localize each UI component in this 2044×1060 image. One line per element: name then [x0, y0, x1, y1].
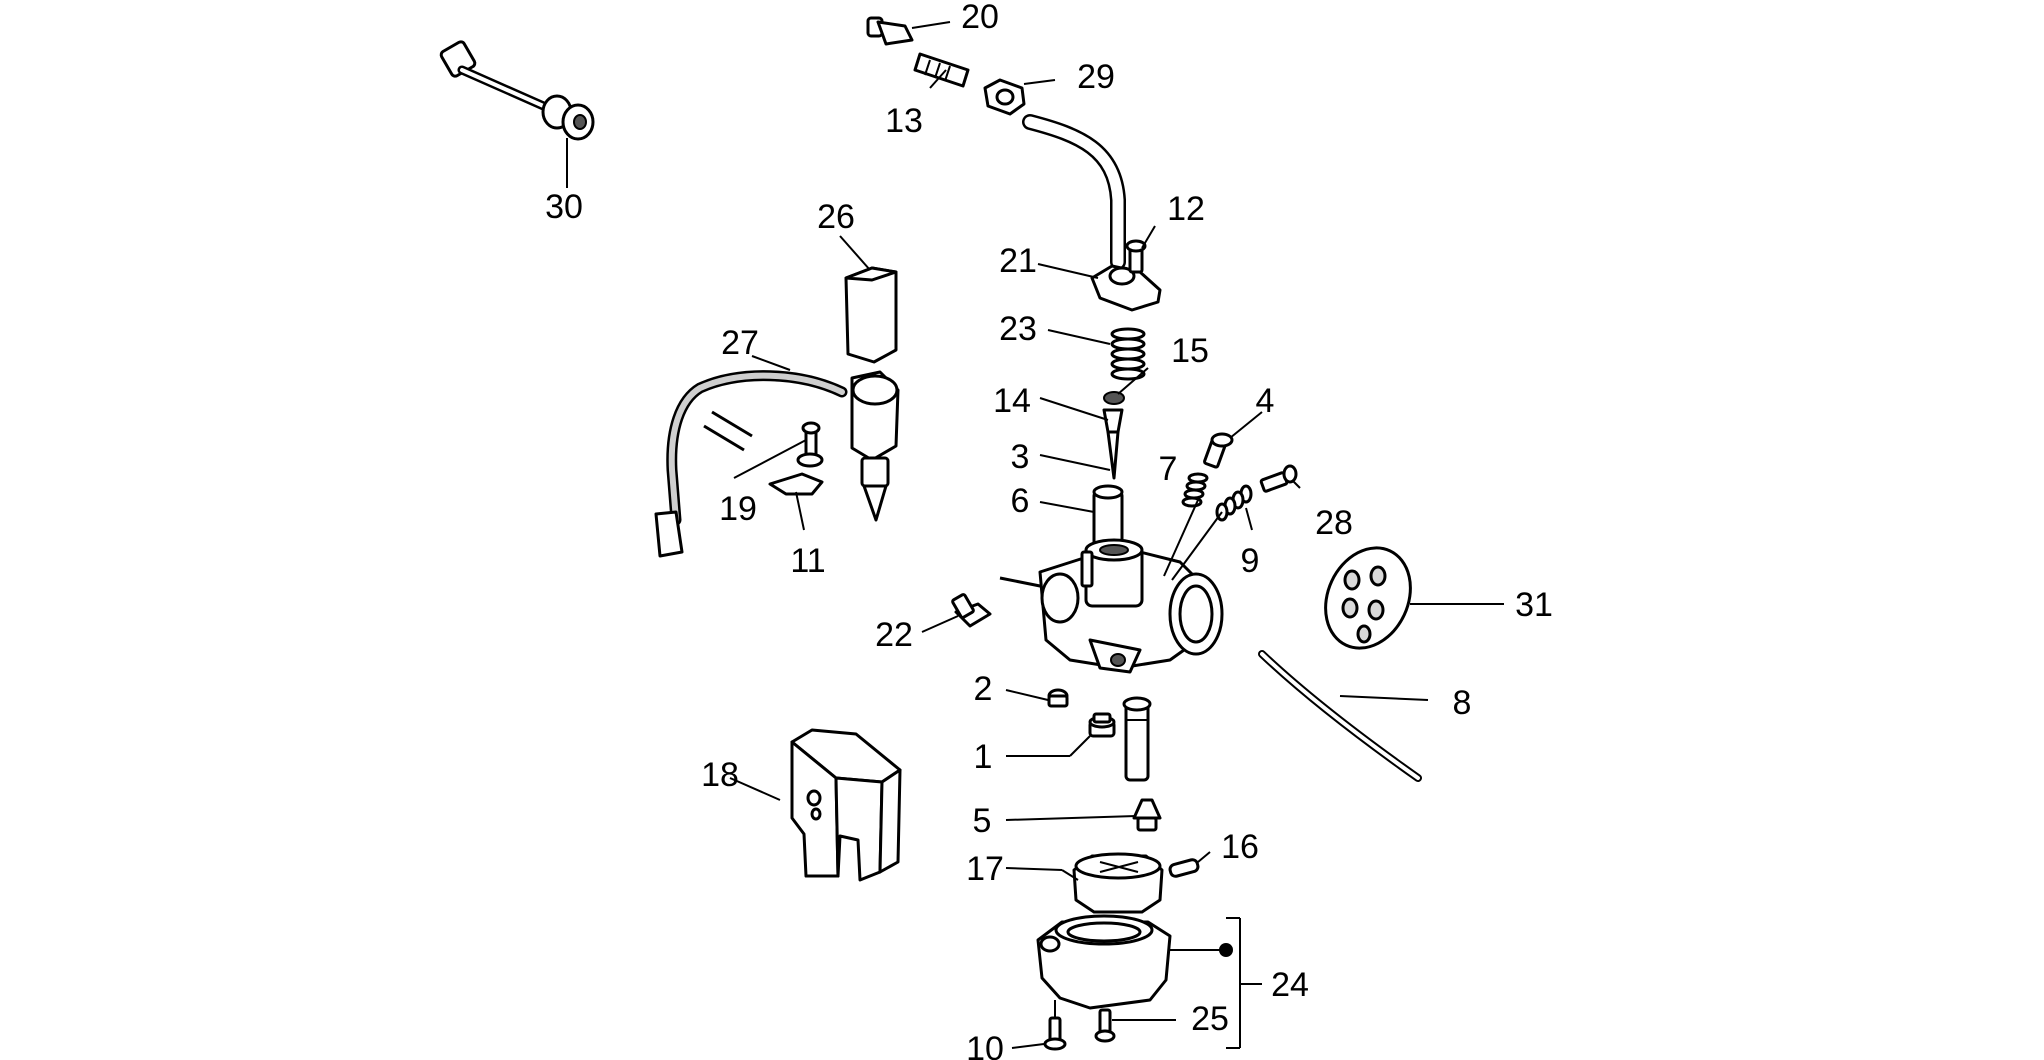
callout-23: 23 — [999, 310, 1037, 348]
part-23-spring[interactable] — [1110, 327, 1146, 381]
part-4-screw[interactable] — [1203, 432, 1234, 469]
callout-3: 3 — [1011, 438, 1030, 476]
callout-9: 9 — [1241, 542, 1260, 580]
callout-8: 8 — [1453, 684, 1472, 722]
part-14-needle-holder[interactable] — [1102, 408, 1124, 434]
part-19-screw[interactable] — [801, 421, 821, 458]
part-31-filter-disc[interactable] — [1310, 534, 1426, 662]
callout-18: 18 — [701, 756, 739, 794]
callout-22: 22 — [875, 616, 913, 654]
leader-lines — [566, 21, 1504, 1049]
callout-28: 28 — [1315, 504, 1353, 542]
part-25-screw[interactable] — [1094, 1008, 1116, 1043]
part-29-nut[interactable] — [983, 78, 1026, 116]
part-3-jet-needle[interactable] — [1106, 430, 1120, 480]
callout-25: 25 — [1191, 1000, 1229, 1038]
callout-7: 7 — [1159, 450, 1178, 488]
fuel-hose[interactable] — [1022, 114, 1126, 270]
emulsion-tube[interactable] — [1122, 696, 1152, 782]
carburetor-body[interactable] — [999, 538, 1224, 674]
part-20-cap[interactable] — [866, 16, 914, 46]
callout-4: 4 — [1256, 382, 1275, 420]
part-12-screw[interactable] — [1125, 239, 1147, 274]
callout-labels: 1 2 3 4 5 6 7 8 9 10 11 12 13 14 15 16 1… — [545, 0, 1553, 1060]
part-21-top-cover[interactable] — [1090, 264, 1162, 312]
callout-14: 14 — [993, 382, 1031, 420]
callout-20: 20 — [961, 0, 999, 36]
callout-13: 13 — [885, 102, 923, 140]
part-18-insulator-block[interactable] — [790, 728, 902, 882]
callout-6: 6 — [1011, 482, 1030, 520]
callout-17: 17 — [966, 850, 1004, 888]
callout-2: 2 — [974, 670, 993, 708]
callout-24: 24 — [1271, 966, 1309, 1004]
callout-10: 10 — [966, 1030, 1004, 1060]
callout-26: 26 — [817, 198, 855, 236]
part-5-needle-valve[interactable] — [1132, 798, 1162, 832]
callout-19: 19 — [719, 490, 757, 528]
part-9-spring[interactable] — [1215, 484, 1253, 522]
part-10-screw[interactable] — [1043, 1016, 1067, 1051]
part-11-bracket[interactable] — [768, 452, 824, 496]
part-1-jet[interactable] — [1088, 712, 1116, 738]
callout-12: 12 — [1167, 190, 1205, 228]
part-2-jet[interactable] — [1047, 688, 1069, 708]
callout-21: 21 — [999, 242, 1037, 280]
callout-15: 15 — [1171, 332, 1209, 370]
part-7-spring[interactable] — [1181, 472, 1209, 508]
part-28-screw[interactable] — [1259, 464, 1298, 493]
part-13-screw[interactable] — [913, 52, 970, 88]
part-16-pin[interactable] — [1168, 858, 1200, 878]
callout-16: 16 — [1221, 828, 1259, 866]
part-27-choke-cable[interactable] — [654, 370, 900, 558]
callout-29: 29 — [1077, 58, 1115, 96]
callout-30: 30 — [545, 188, 583, 226]
part-17-float[interactable] — [1072, 852, 1164, 914]
callout-27: 27 — [721, 324, 759, 362]
callout-1: 1 — [974, 738, 993, 776]
part-30-adjusting-screw[interactable] — [439, 40, 595, 141]
callout-5: 5 — [973, 802, 992, 840]
part-26-cap[interactable] — [844, 266, 898, 364]
part-8-drain-hose[interactable] — [1258, 650, 1422, 782]
part-24-float-bowl[interactable] — [1036, 914, 1172, 1010]
callout-31: 31 — [1515, 586, 1553, 624]
part-15-clip[interactable] — [1103, 391, 1125, 405]
part-6-throttle-valve[interactable] — [1092, 484, 1124, 552]
part-22-screw[interactable] — [951, 593, 992, 628]
callout-11: 11 — [790, 542, 825, 580]
